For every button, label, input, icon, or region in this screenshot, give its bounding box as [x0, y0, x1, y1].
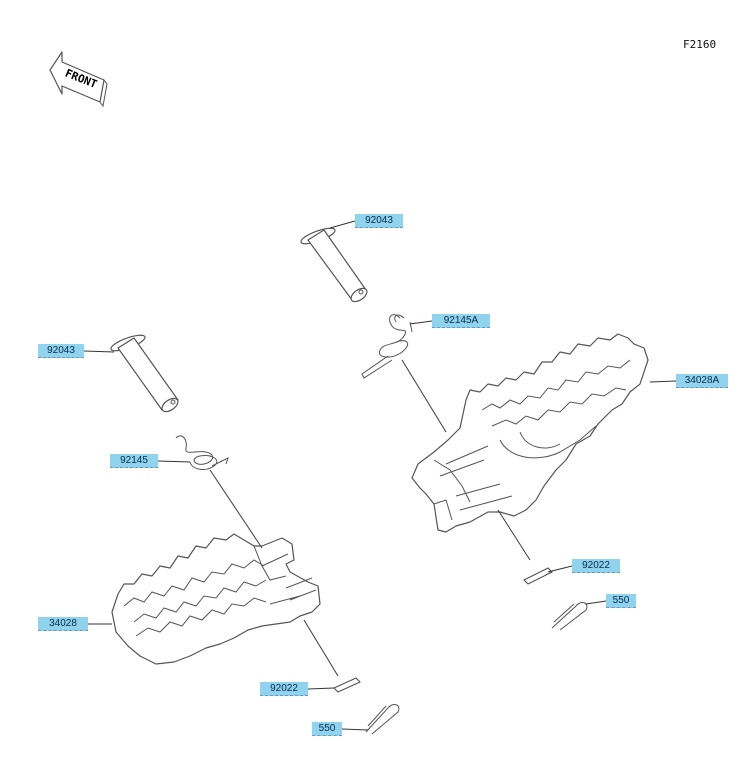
figure-code: F2160: [683, 38, 717, 51]
callout-footpeg-right[interactable]: 34028A: [676, 374, 728, 388]
front-arrow-icon: FRONT: [49, 51, 108, 108]
clevis-pin-left: [110, 334, 179, 413]
washer-left: [333, 677, 361, 693]
footpeg-left: [111, 533, 321, 665]
callout-washer-left[interactable]: 92022: [260, 682, 308, 696]
cotter-pin-left: [365, 704, 400, 735]
callout-spring-right[interactable]: 92145A: [432, 314, 490, 328]
spring-left: [175, 435, 229, 470]
leader-lines: [83, 220, 677, 731]
callout-cotter-left[interactable]: 550: [312, 722, 342, 736]
footpeg-right: [411, 333, 649, 533]
callout-pin-right[interactable]: 92043: [355, 214, 403, 228]
callout-footpeg-left[interactable]: 34028: [38, 617, 88, 631]
washer-right: [523, 567, 553, 585]
callout-cotter-right[interactable]: 550: [606, 594, 636, 608]
assembly-lines: [209, 359, 531, 677]
callout-washer-right[interactable]: 92022: [572, 559, 620, 573]
spring-right: [361, 314, 413, 379]
cotter-pin-right: [551, 602, 588, 631]
clevis-pin-right: [300, 227, 368, 303]
callout-pin-left[interactable]: 92043: [38, 344, 84, 358]
callout-spring-left[interactable]: 92145: [110, 454, 158, 468]
